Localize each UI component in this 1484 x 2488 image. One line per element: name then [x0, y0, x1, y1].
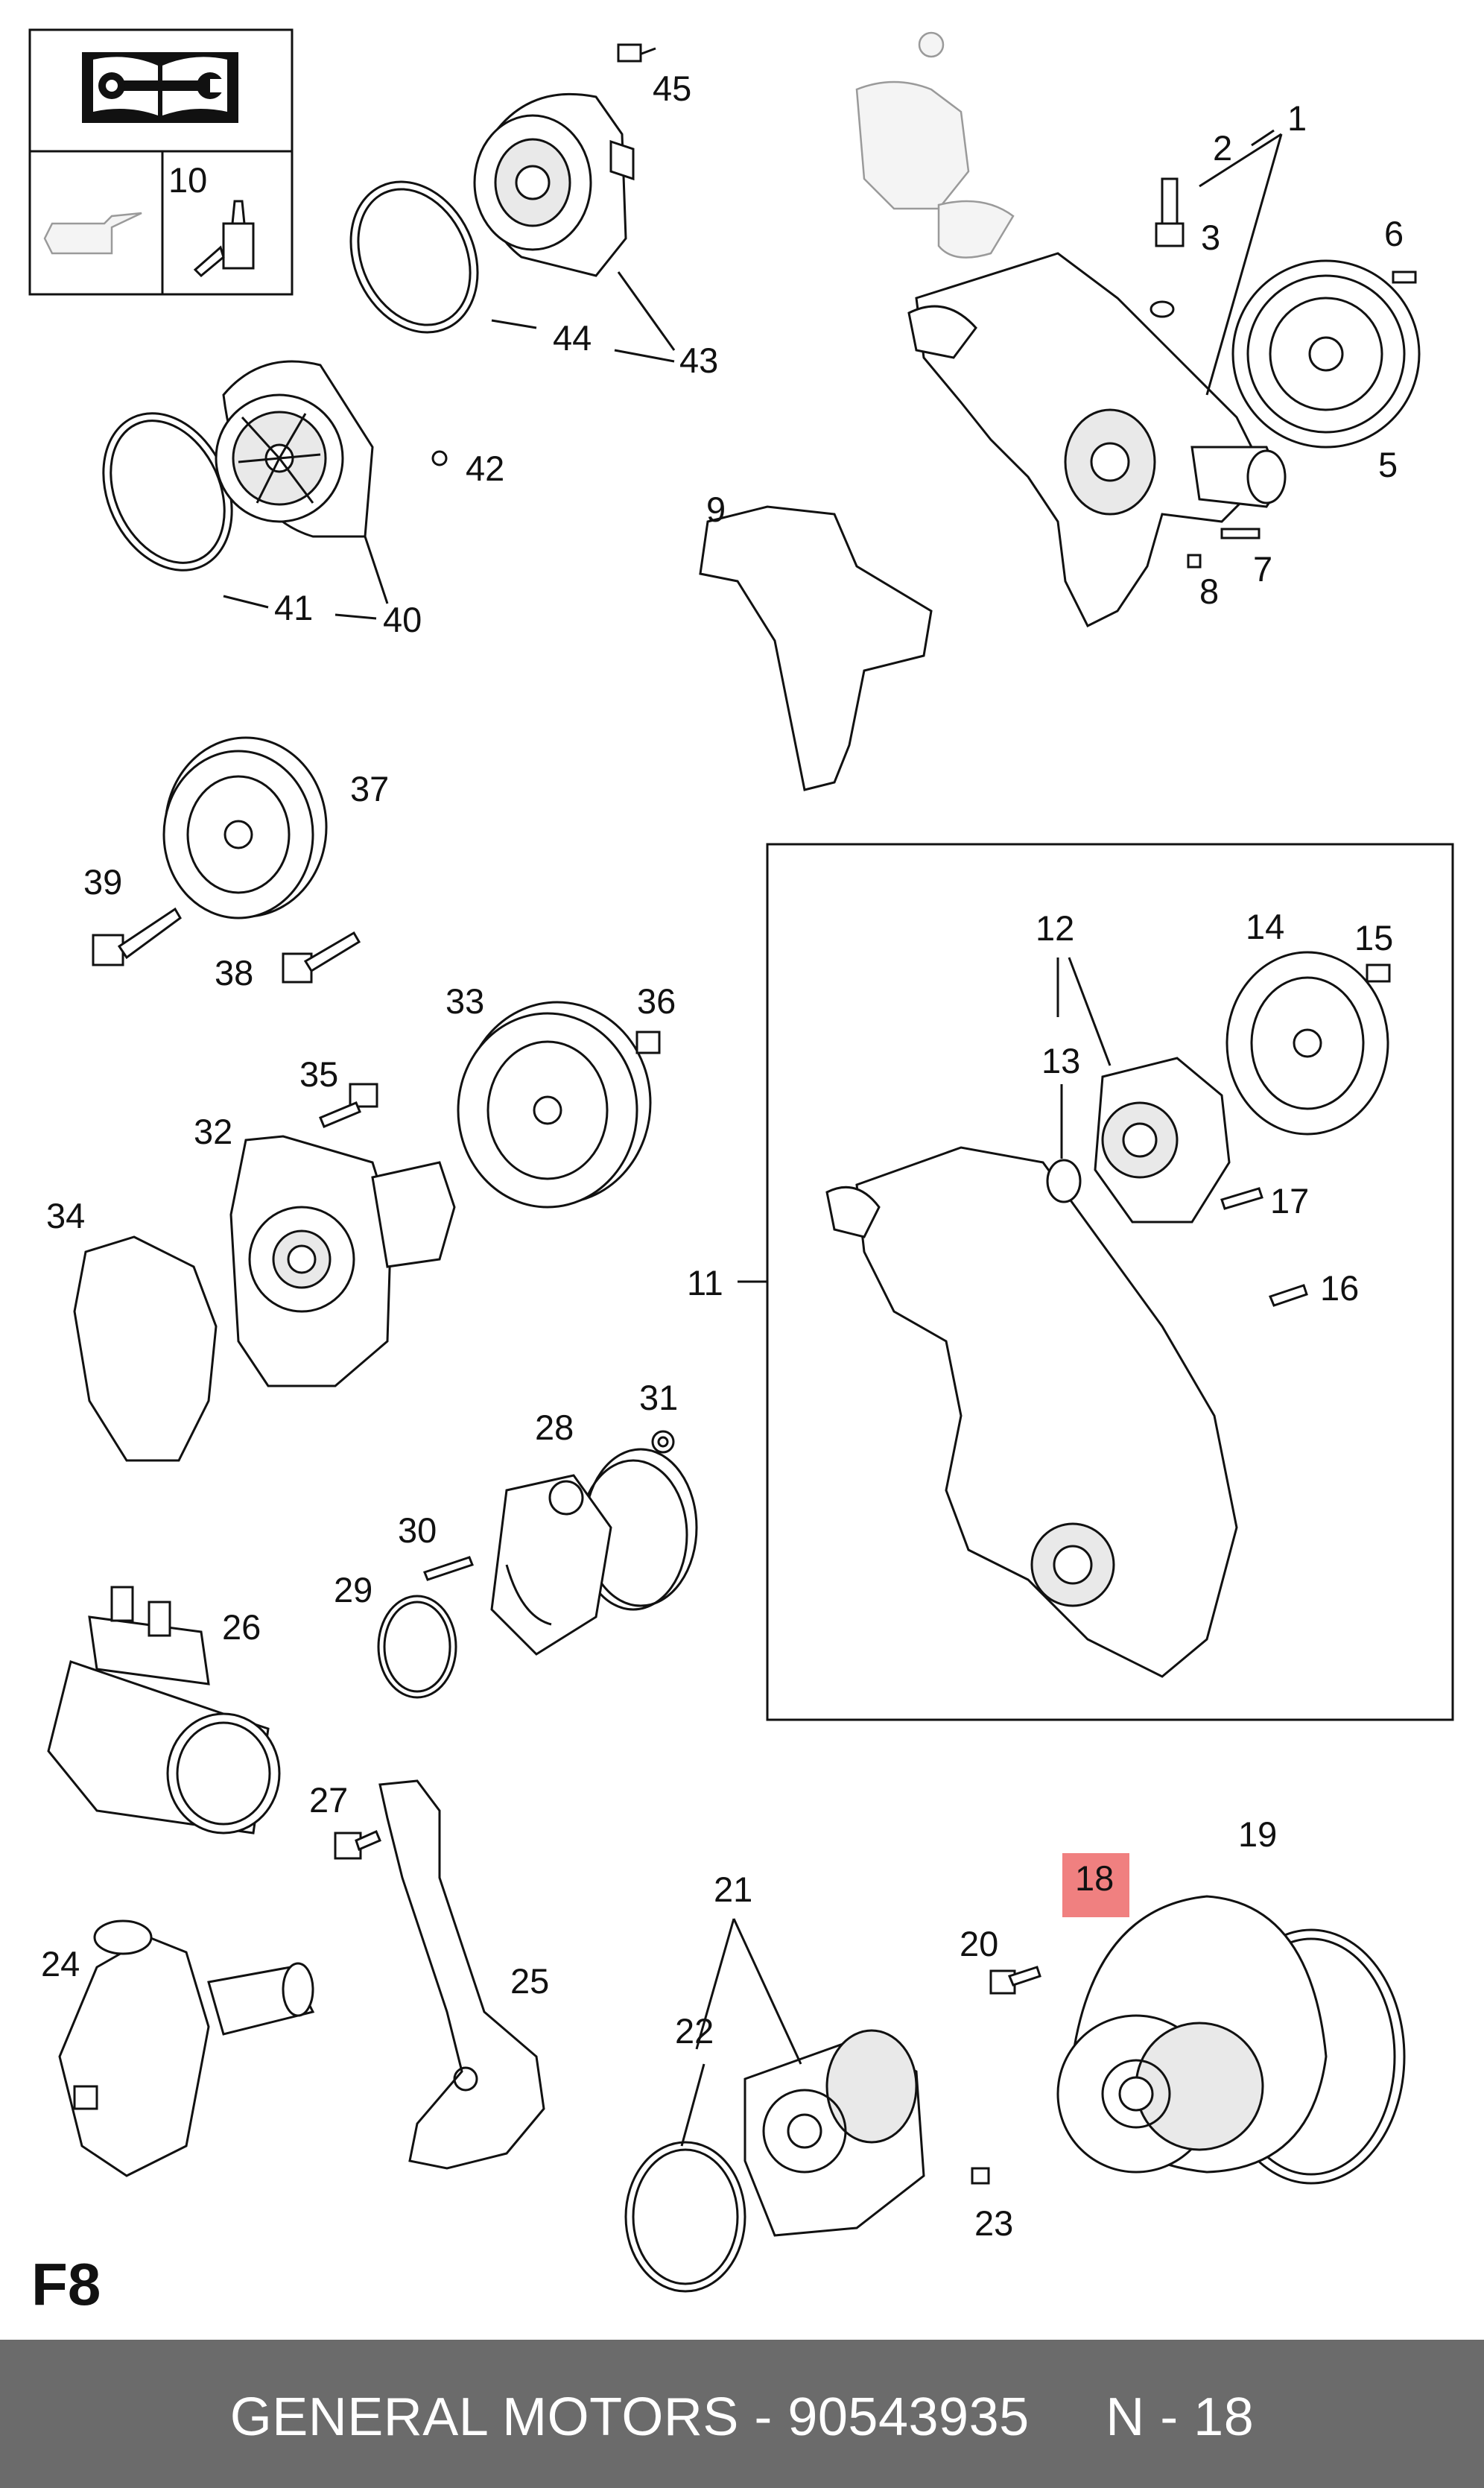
callout-38: 38: [215, 953, 253, 993]
callout-44: 44: [553, 318, 592, 358]
bolt-38: [282, 931, 361, 984]
callout-5: 5: [1378, 445, 1398, 484]
pulley-14: [1225, 951, 1389, 1136]
callout-21: 21: [714, 1870, 752, 1909]
callout-16: 16: [1320, 1268, 1359, 1308]
callout-32: 32: [194, 1112, 232, 1151]
callout-36: 36: [637, 981, 676, 1021]
callout-7: 7: [1253, 549, 1272, 589]
bolt-17: [1220, 1187, 1263, 1210]
callout-35: 35: [299, 1054, 338, 1094]
callout-42: 42: [466, 449, 504, 488]
sealant-tube-icon: [193, 200, 255, 278]
o-ring-29: [377, 1595, 457, 1699]
callout-29: 29: [334, 1570, 372, 1609]
callout-10: 10: [168, 160, 207, 200]
callout-14: 14: [1246, 907, 1284, 946]
callout-27: 27: [309, 1780, 348, 1820]
bolt-15: [1366, 963, 1391, 983]
water-pump-housing-1: [855, 31, 1287, 628]
callout-2: 2: [1213, 128, 1232, 168]
legend-box: 10: [28, 28, 294, 296]
electric-pump-24: [58, 1919, 315, 2177]
water-pump-18: [1056, 1895, 1406, 2185]
bolt-6: [1392, 270, 1417, 284]
callout-18-highlight: 18: [1062, 1853, 1129, 1917]
callout-8: 8: [1199, 572, 1219, 611]
callout-1: 1: [1287, 98, 1307, 138]
callout-25: 25: [510, 1961, 549, 2001]
callout-33: 33: [445, 981, 484, 1021]
dowel-8: [1187, 554, 1202, 569]
callout-28: 28: [535, 1408, 574, 1447]
stud-30: [423, 1556, 474, 1581]
gasket-34: [73, 1235, 218, 1462]
inset-box-11: 12 13 14 15 16 17: [738, 843, 1454, 1721]
manual-with-wrench-icon: [82, 52, 238, 123]
callout-9: 9: [706, 490, 726, 529]
callout-45: 45: [653, 69, 691, 108]
screw-23: [971, 2167, 990, 2185]
callout-40: 40: [383, 600, 422, 639]
gasket-9: [699, 505, 933, 791]
callout-43: 43: [679, 341, 718, 380]
callout-13: 13: [1041, 1041, 1080, 1080]
callout-34: 34: [46, 1196, 85, 1235]
callout-20: 20: [960, 1924, 998, 1963]
water-pump-28: [490, 1448, 698, 1656]
washer-31: [651, 1430, 675, 1454]
callout-23: 23: [974, 2203, 1013, 2243]
oil-can-icon: [43, 212, 142, 255]
callout-17: 17: [1270, 1181, 1309, 1221]
pulley-5: [1231, 259, 1421, 449]
bolt-16: [1268, 1284, 1308, 1307]
footer-part-number: GENERAL MOTORS - 90543935 N - 18: [229, 2387, 1255, 2447]
page-reference: F8: [31, 2251, 101, 2317]
water-pump-group-40: [102, 360, 448, 572]
callout-19: 19: [1238, 1814, 1277, 1854]
o-ring-3: [1150, 300, 1175, 318]
callout-31: 31: [639, 1378, 678, 1417]
callout-39: 39: [83, 862, 122, 902]
bolt-39: [92, 907, 182, 966]
o-ring-13: [1046, 1159, 1082, 1203]
pulley-37: [162, 736, 328, 919]
callout-26: 26: [222, 1607, 261, 1647]
bolt-20: [989, 1966, 1041, 1995]
callout-22: 22: [675, 2011, 714, 2051]
pulley-33: [457, 1001, 652, 1209]
callout-11: 11: [687, 1263, 723, 1302]
callout-24: 24: [41, 1944, 80, 1984]
footer-bar: [0, 2340, 1484, 2488]
water-pump-12: [1094, 1057, 1231, 1224]
bolt-35: [319, 1083, 378, 1128]
sensor-2: [1155, 177, 1185, 247]
auxiliary-heater-26: [47, 1586, 281, 1835]
callout-15: 15: [1354, 918, 1393, 957]
callout-6: 6: [1384, 214, 1404, 253]
callout-37: 37: [350, 769, 389, 808]
water-pump-group-43: [349, 43, 656, 334]
bracket-25: [378, 1779, 545, 2170]
water-pump-32: [229, 1135, 456, 1387]
bolt-36: [635, 1031, 661, 1054]
bolt-27: [334, 1830, 381, 1860]
callout-3: 3: [1201, 218, 1220, 257]
callout-41: 41: [274, 588, 313, 627]
water-pump-21: [624, 2029, 925, 2293]
callout-30: 30: [398, 1510, 437, 1550]
callout-12: 12: [1036, 908, 1074, 948]
bolt-7: [1220, 528, 1261, 539]
svg-text:18: 18: [1075, 1858, 1114, 1898]
